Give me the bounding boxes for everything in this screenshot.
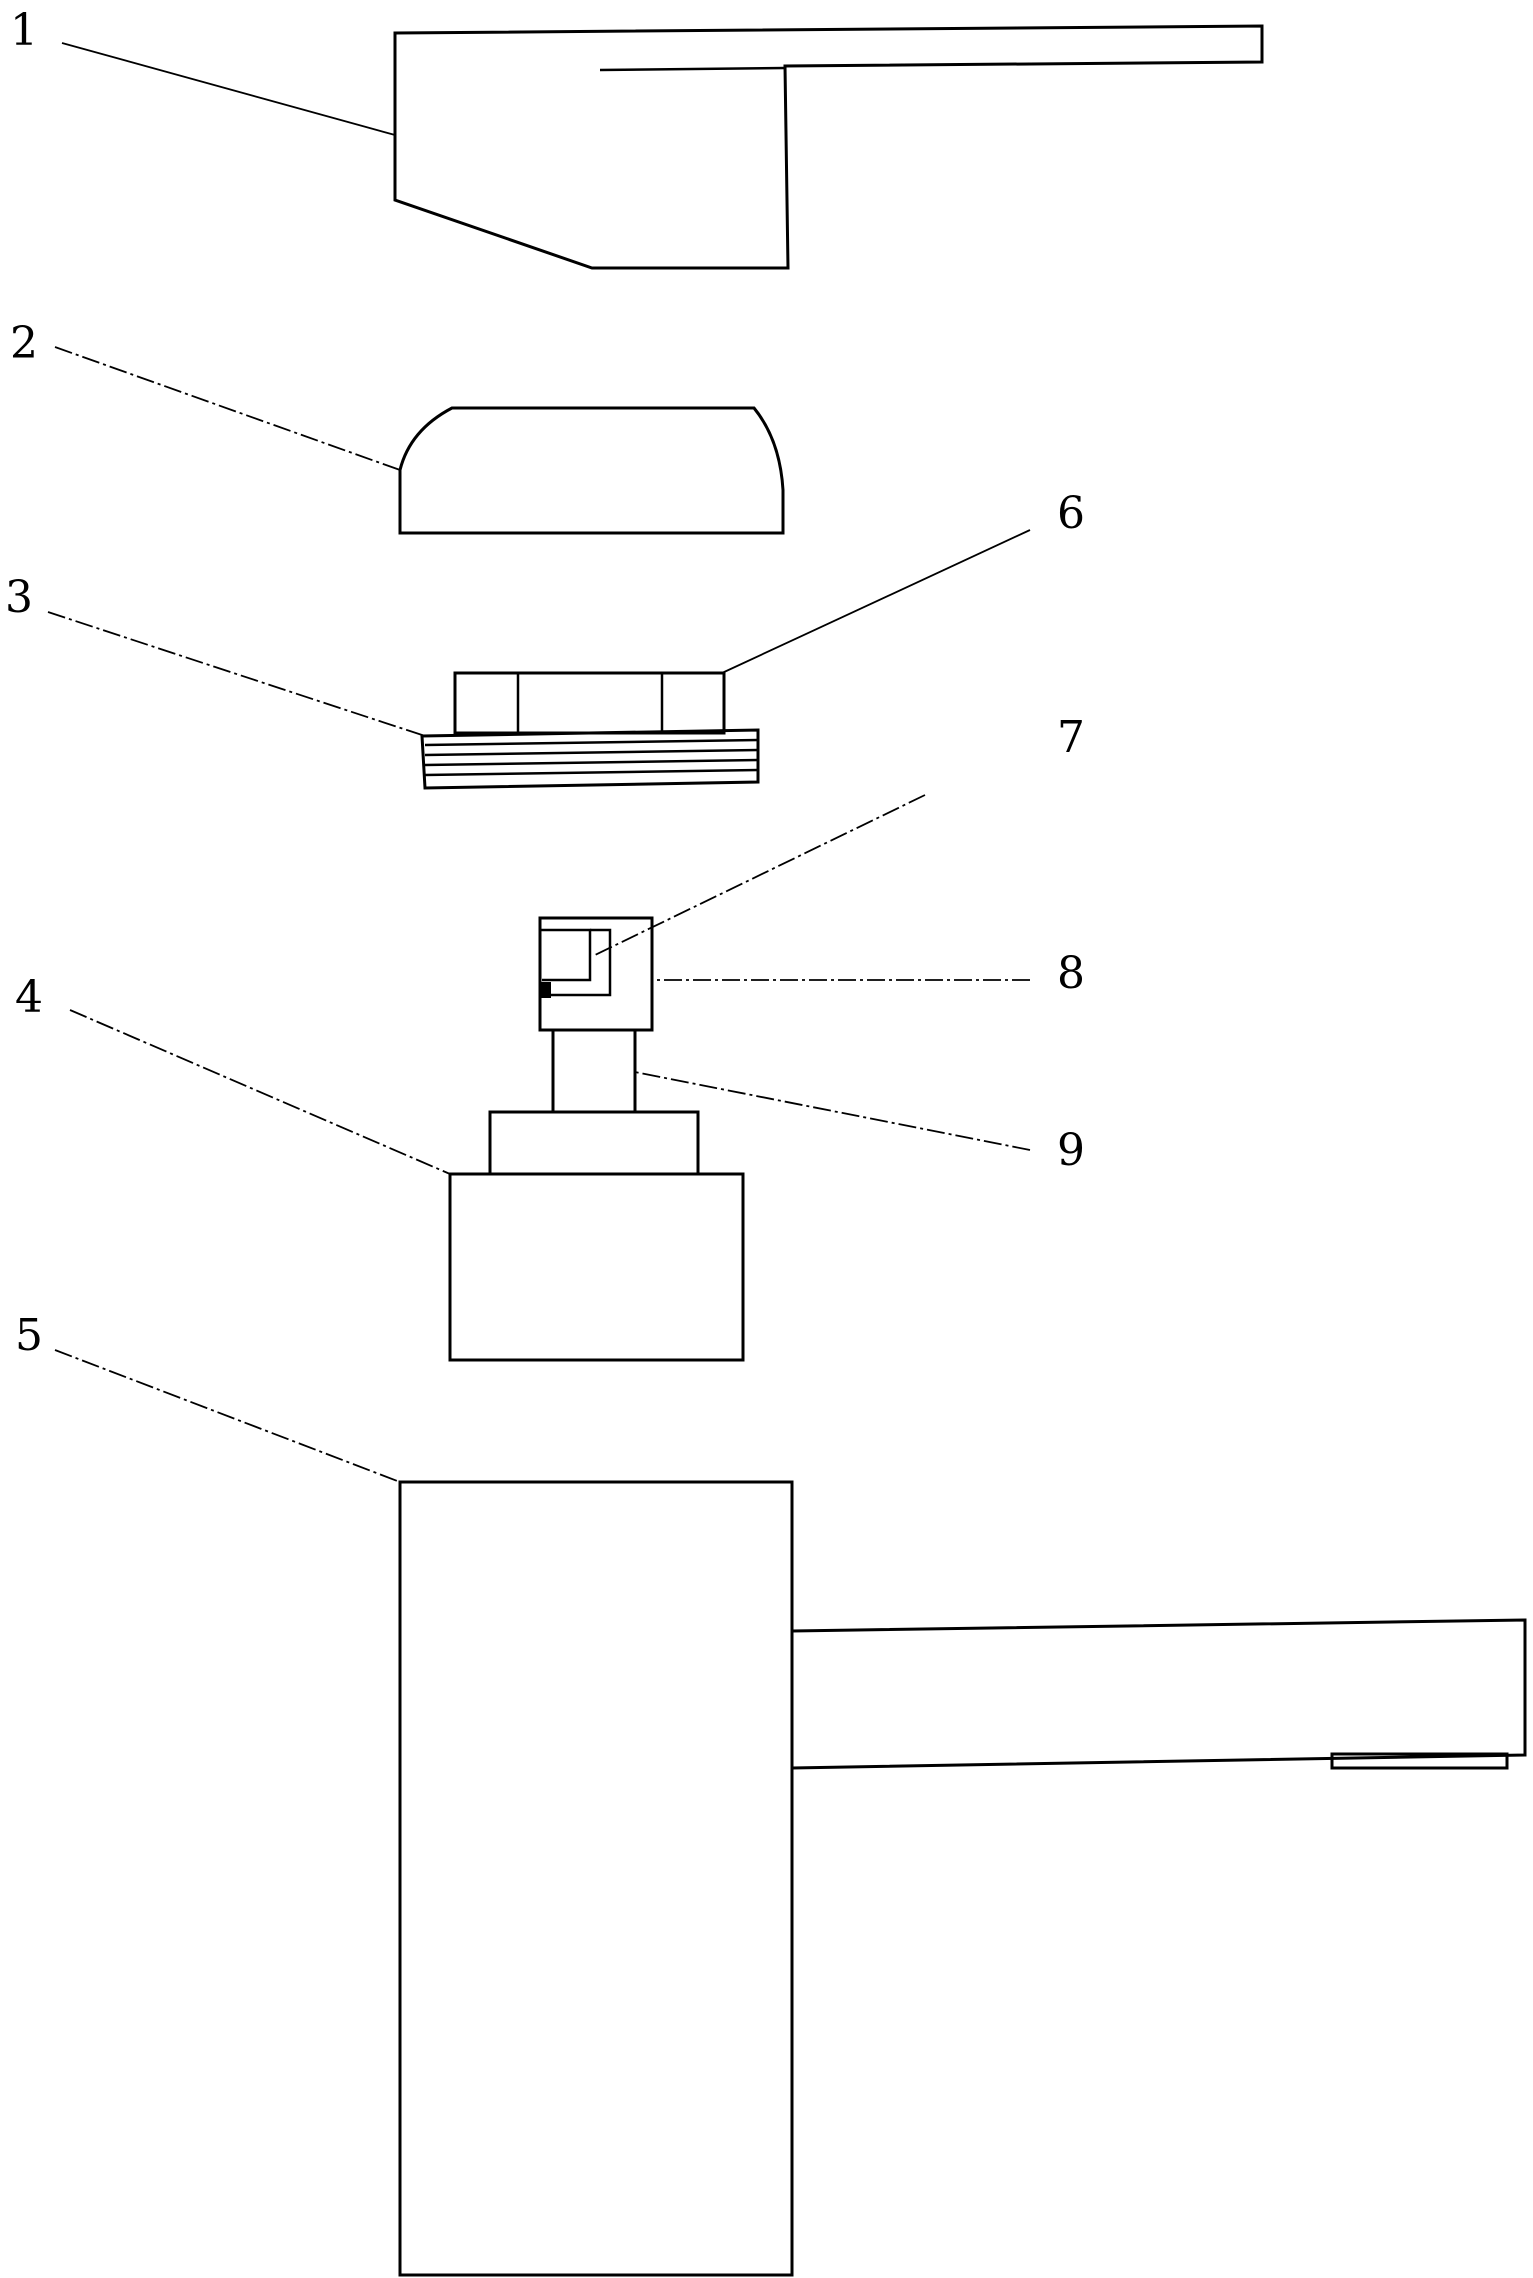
label-6: 6	[1057, 488, 1085, 539]
label-2: 2	[10, 318, 38, 369]
label-5: 5	[15, 1310, 43, 1361]
part-3-threaded-ring	[420, 728, 760, 790]
pin-mark	[541, 982, 551, 998]
part-5-faucet-body	[398, 1480, 1527, 2277]
label-9: 9	[1057, 1125, 1085, 1176]
part-9-stem	[551, 1028, 637, 1114]
part-6-nut	[453, 671, 726, 735]
part-labels: 1 2 3 4 5 6 7 8 9	[5, 5, 1085, 1361]
label-3: 3	[5, 572, 33, 623]
part-4-cartridge	[448, 1110, 745, 1362]
part-1-handle	[393, 24, 1264, 270]
label-4: 4	[15, 972, 43, 1023]
part-2-dome-cover	[398, 406, 785, 535]
label-8: 8	[1057, 948, 1085, 999]
leader-lines	[47, 42, 1031, 1483]
label-7: 7	[1057, 712, 1085, 763]
label-1: 1	[10, 5, 38, 56]
